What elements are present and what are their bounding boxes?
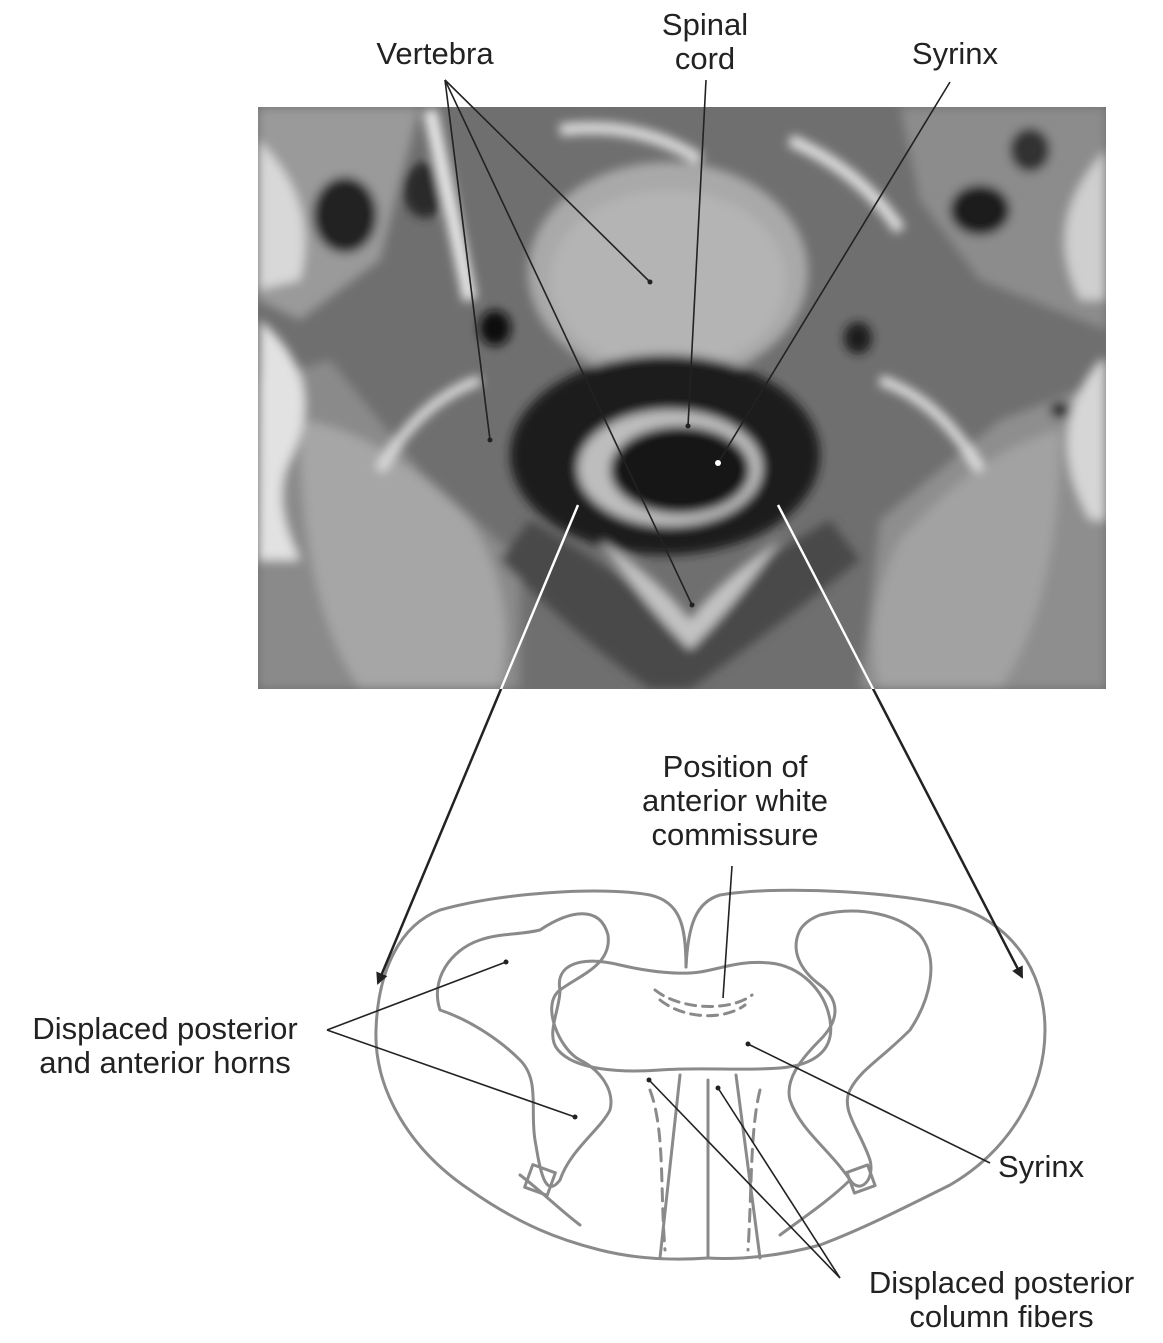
anterior-white-commissure-label: Position of anterior white commissure [600,750,870,852]
syrinx-cavity [553,961,831,1071]
cord-cross-section [376,890,1045,1259]
spinal-cord-label: Spinal cord [620,8,790,76]
displaced-horns-label: Displaced posterior and anterior horns [0,1012,330,1080]
right-gray-matter [789,911,931,1186]
vertebra-label: Vertebra [340,37,530,71]
cord-outline-right [686,890,1045,1258]
left-funiculus [520,1175,580,1225]
mri-image [258,107,1106,689]
syrinx-bottom-label: Syrinx [998,1150,1148,1184]
displaced-posterior-column-label: Displaced posterior column fibers [840,1266,1163,1334]
cord-outline-left [376,891,708,1259]
left-gray-matter [437,914,611,1187]
commissure-dashes [655,990,752,1016]
posterior-column-dashes [650,1090,760,1250]
syrinx-top-label: Syrinx [880,37,1030,71]
